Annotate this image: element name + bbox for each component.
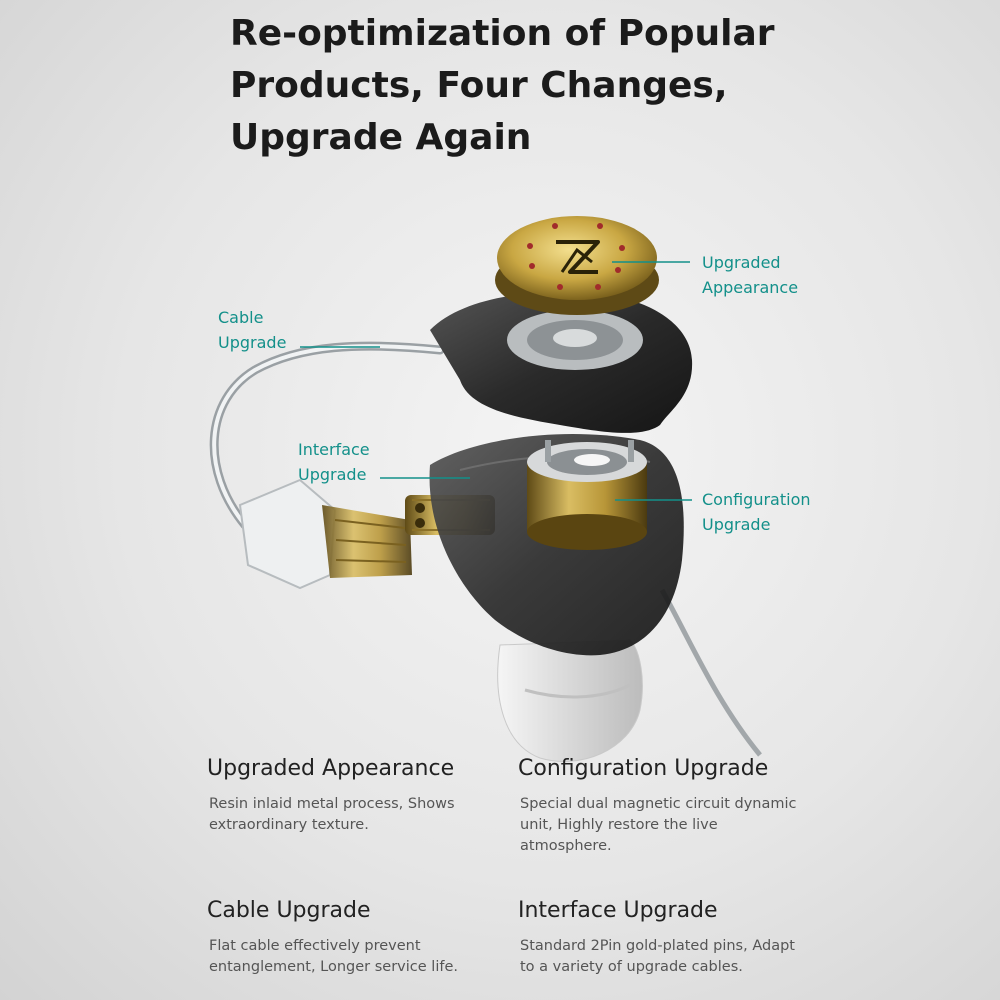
callout-upgraded-appearance: Upgraded Appearance [702, 250, 798, 300]
callout-appearance-line-1: Upgraded [702, 253, 781, 272]
callout-interface-line-1: Interface [298, 440, 370, 459]
feature-configuration-upgrade: Configuration Upgrade Special dual magne… [518, 754, 818, 857]
gold-faceplate [495, 216, 659, 315]
callout-configuration-line-2: Upgrade [702, 515, 771, 534]
callout-configuration-upgrade: Configuration Upgrade [702, 487, 811, 537]
cable [209, 341, 762, 757]
feature-heading: Upgraded Appearance [207, 756, 455, 781]
feature-cable-upgrade: Cable Upgrade Flat cable effectively pre… [207, 896, 507, 978]
callout-cable-line-2: Upgrade [218, 333, 287, 352]
callout-cable-line-1: Cable [218, 308, 264, 327]
feature-description: Special dual magnetic circuit dynamic un… [520, 796, 797, 854]
title-line-1: Re-optimization of Popular [230, 13, 775, 54]
feature-upgraded-appearance: Upgraded Appearance Resin inlaid metal p… [207, 754, 507, 836]
feature-heading: Configuration Upgrade [518, 756, 769, 781]
callout-configuration-line-1: Configuration [702, 490, 811, 509]
eartip [497, 639, 643, 762]
callout-cable-upgrade: Cable Upgrade [218, 305, 286, 355]
feature-description: Resin inlaid metal process, Shows extrao… [209, 796, 455, 833]
callout-appearance-line-2: Appearance [702, 278, 799, 297]
feature-heading: Interface Upgrade [518, 898, 718, 923]
dynamic-driver [527, 440, 647, 550]
feature-heading: Cable Upgrade [207, 898, 371, 923]
brand-logo-icon [556, 240, 600, 274]
title-line-3: Upgrade Again [230, 117, 532, 158]
page-title: Re-optimization of Popular Products, Fou… [230, 8, 850, 164]
faceplate-shell [430, 291, 693, 433]
feature-interface-upgrade: Interface Upgrade Standard 2Pin gold-pla… [518, 896, 818, 978]
callout-interface-upgrade: Interface Upgrade [298, 437, 370, 487]
title-line-2: Products, Four Changes, [230, 65, 728, 106]
feature-description: Standard 2Pin gold-plated pins, Adapt to… [520, 938, 795, 975]
callout-interface-line-2: Upgrade [298, 465, 367, 484]
feature-description: Flat cable effectively prevent entanglem… [209, 938, 458, 975]
callout-lines [300, 261, 692, 501]
